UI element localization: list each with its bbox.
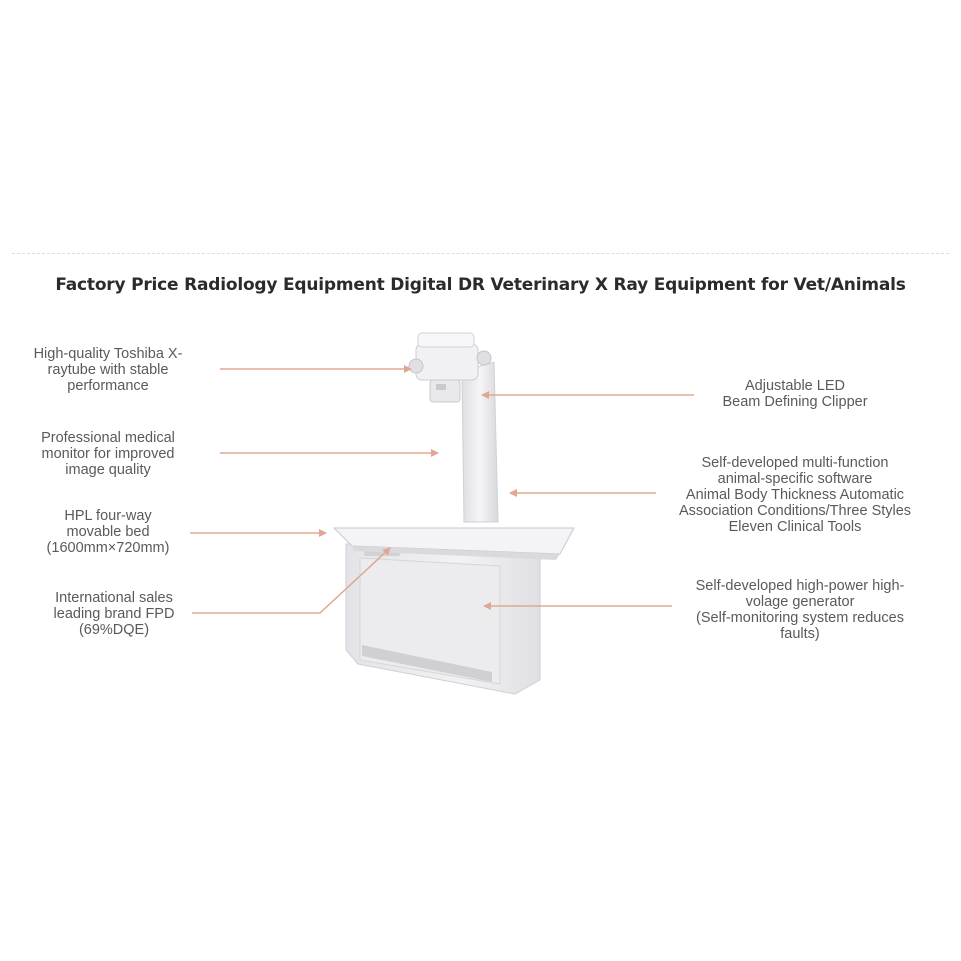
feature-line: Professional medical <box>41 430 175 446</box>
feature-movable-bed: HPL four-way movable bed (1600mm×720mm) <box>18 508 198 556</box>
section-divider <box>12 253 949 254</box>
feature-line: Self-developed high-power high- <box>695 578 905 594</box>
feature-line: HPL four-way <box>64 508 152 524</box>
feature-line: animal-specific software <box>717 471 873 487</box>
feature-line: (Self-monitoring system reduces <box>696 610 904 626</box>
page-title: Factory Price Radiology Equipment Digita… <box>55 275 906 295</box>
feature-line: Adjustable LED <box>745 378 845 394</box>
feature-line: Beam Defining Clipper <box>722 394 868 410</box>
feature-line: raytube with stable <box>47 362 169 378</box>
table-top <box>332 527 575 560</box>
feature-line: movable bed <box>66 524 150 540</box>
xray-tube-head <box>408 332 492 403</box>
feature-line: faults) <box>780 626 820 642</box>
tube-column <box>461 361 499 523</box>
feature-line: International sales <box>55 590 173 606</box>
feature-line: Eleven Clinical Tools <box>728 519 862 535</box>
feature-monitor: Professional medical monitor for improve… <box>18 430 198 478</box>
feature-line: (69%DQE) <box>78 622 150 638</box>
feature-line: Animal Body Thickness Automatic <box>685 487 905 503</box>
pointer-arrows <box>190 365 694 614</box>
feature-xray-tube: High-quality Toshiba X- raytube with sta… <box>18 346 198 394</box>
bed-base-cabinet <box>345 543 541 695</box>
feature-led-clipper: Adjustable LED Beam Defining Clipper <box>690 378 900 410</box>
feature-line: High-quality Toshiba X- <box>33 346 183 362</box>
feature-line: performance <box>67 378 149 394</box>
feature-line: (1600mm×720mm) <box>46 540 170 556</box>
feature-line: Self-developed multi-function <box>701 455 889 471</box>
feature-line: volage generator <box>745 594 855 610</box>
feature-line: monitor for improved <box>41 446 175 462</box>
feature-line: Association Conditions/Three Styles <box>678 503 912 519</box>
feature-line: image quality <box>65 462 151 478</box>
feature-fpd: International sales leading brand FPD (6… <box>24 590 204 638</box>
feature-line: leading brand FPD <box>53 606 175 622</box>
feature-software: Self-developed multi-function animal-spe… <box>650 455 940 535</box>
feature-generator: Self-developed high-power high- volage g… <box>665 578 935 642</box>
